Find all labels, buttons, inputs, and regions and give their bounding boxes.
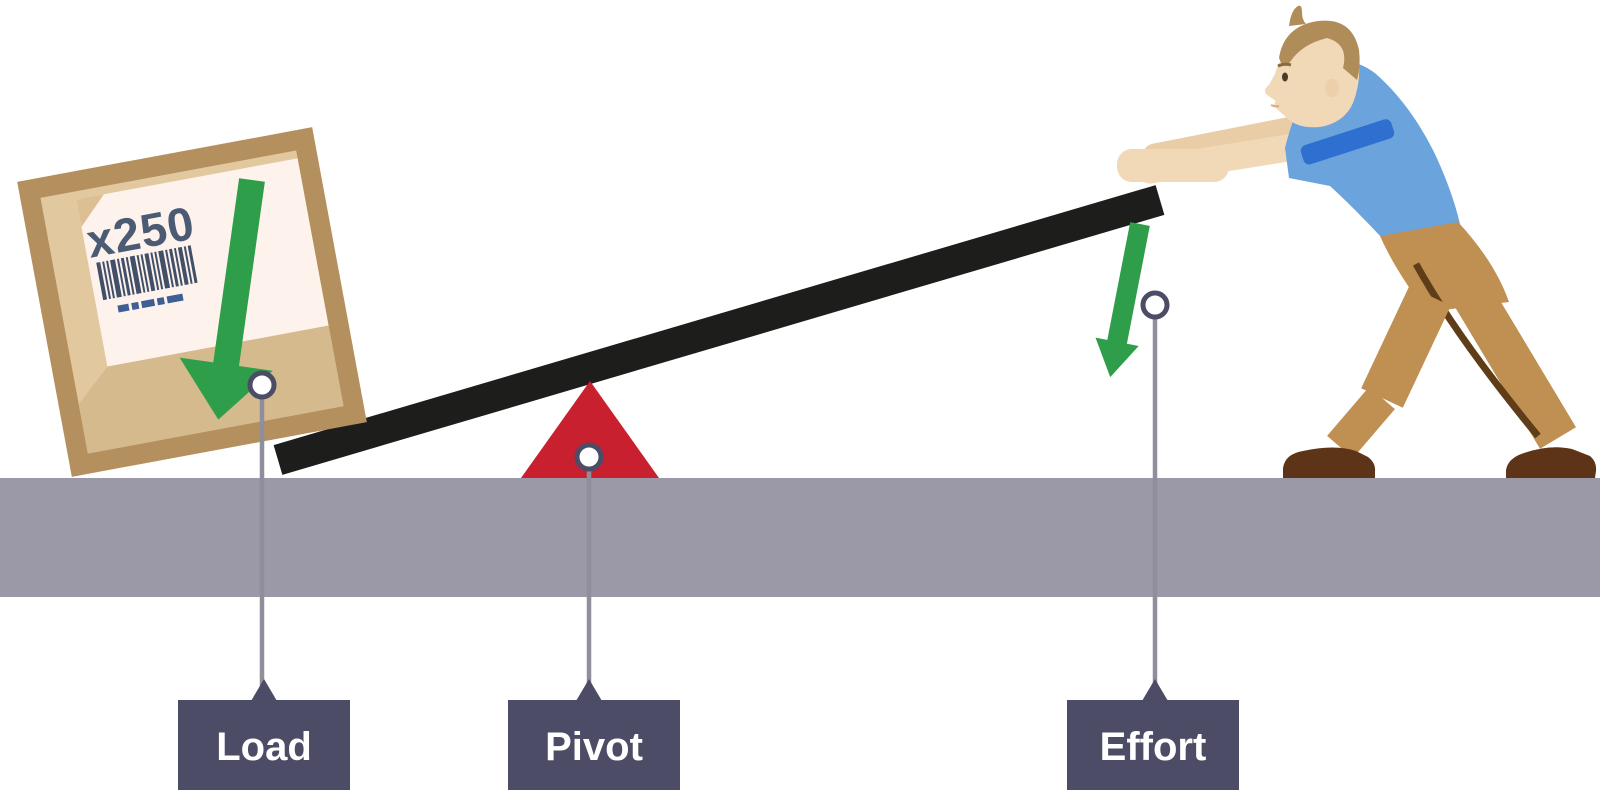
worker-ear (1325, 79, 1339, 97)
worker-sleeve-trim (1300, 119, 1395, 165)
pivot-tag-notch (576, 679, 602, 701)
worker-front-shin (1327, 386, 1395, 459)
worker-back-leg (1449, 277, 1577, 449)
cardboard-box: x250 (17, 127, 367, 477)
worker-mouth (1270, 104, 1280, 108)
worker-hands (1117, 149, 1229, 182)
effort-force-down-arrow-icon (1095, 222, 1150, 378)
worker-front-thigh (1361, 286, 1451, 408)
lever-bar (273, 185, 1165, 475)
worker-back-shoe (1506, 447, 1597, 478)
worker-leg-gap-shadow (1412, 262, 1541, 439)
worker-front-shoe (1283, 447, 1376, 478)
load-label-tag: Load (178, 679, 350, 790)
load-tag-text: Load (216, 725, 312, 769)
load-tag-notch (251, 679, 277, 701)
barcode-icon (96, 245, 198, 301)
pivot-marker (574, 442, 604, 472)
effort-tag-notch (1142, 679, 1168, 701)
box-sticker (76, 158, 329, 367)
pivot-tag-text: Pivot (545, 725, 643, 769)
pivot-triangle (521, 381, 659, 478)
pivot-tag-box (508, 700, 680, 790)
pivot-label-tag: Pivot (508, 679, 680, 790)
barcode-caption-marks (117, 293, 184, 313)
sticker-folded-corner (76, 194, 104, 227)
worker-hair (1279, 20, 1360, 81)
effort-tag-text: Effort (1100, 725, 1207, 769)
worker-eyebrow (1277, 62, 1292, 68)
effort-marker (1140, 290, 1170, 320)
load-tag-box (178, 700, 350, 790)
effort-tag-box (1067, 700, 1239, 790)
ground (0, 478, 1600, 597)
worker-eye (1282, 72, 1288, 82)
worker-hair-tuft (1289, 5, 1306, 26)
worker-figure (1117, 5, 1597, 478)
load-marker (247, 370, 277, 400)
load-force-down-arrow-icon (179, 178, 273, 420)
effort-label-tag: Effort (1067, 679, 1239, 790)
